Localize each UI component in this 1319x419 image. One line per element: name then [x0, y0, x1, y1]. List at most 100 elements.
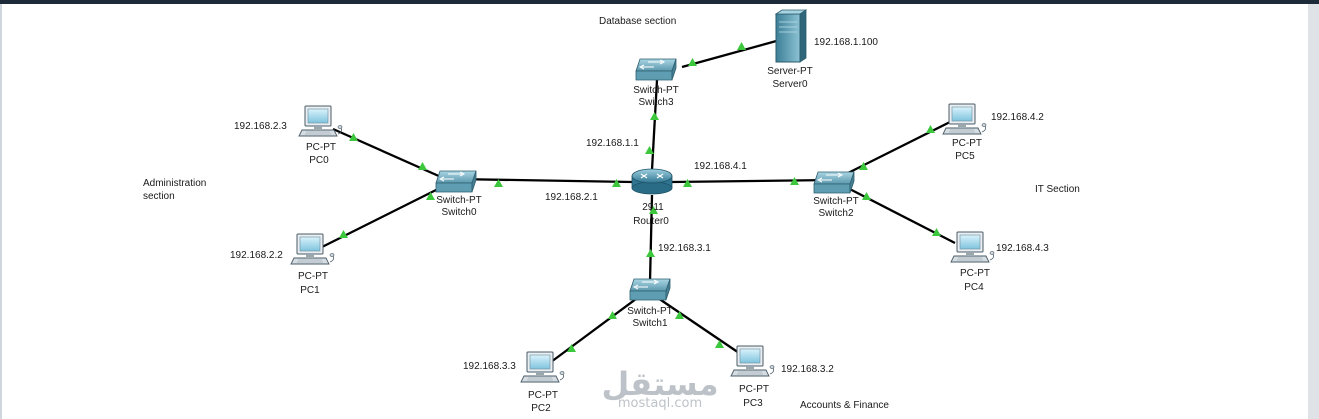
- router0[interactable]: 2911 Router0: [631, 168, 673, 227]
- server-icon: [775, 13, 801, 63]
- link-up-indicator: [645, 146, 654, 154]
- switch-icon: [435, 170, 477, 193]
- link-status-indicators: [339, 42, 941, 352]
- link-up-indicator: [426, 192, 435, 200]
- link-pc3-switch1: [654, 295, 746, 358]
- switch-icon: [813, 171, 855, 194]
- link-up-indicator: [932, 228, 941, 236]
- scrollbar-track[interactable]: [1308, 4, 1319, 419]
- administration-section-label-line1: Administration: [143, 178, 206, 189]
- pc3-ip: 192.168.3.2: [781, 364, 834, 375]
- pc4[interactable]: 192.168.4.3 PC-PT PC4: [950, 231, 1049, 293]
- administration-section-label-line2: section: [143, 191, 175, 202]
- link-up-indicator: [926, 125, 935, 133]
- switch2[interactable]: Switch-PT Switch2: [813, 171, 859, 219]
- pc0-name: PC0: [309, 155, 329, 166]
- link-up-indicator: [688, 58, 697, 66]
- server-name: Server0: [772, 79, 807, 90]
- link-pc2-switch1: [550, 295, 641, 363]
- link-up-indicator: [675, 311, 684, 319]
- switch1[interactable]: Switch-PT Switch1: [627, 278, 673, 329]
- link-switch0-router: [454, 177, 633, 184]
- link-up-indicator: [494, 179, 503, 187]
- link-up-indicator: [737, 42, 746, 50]
- pc1-ip: 192.168.2.2: [230, 250, 283, 261]
- pc-icon: [730, 345, 775, 377]
- pc2-model: PC-PT: [528, 390, 558, 401]
- router-ip-switch3: 192.168.1.1: [586, 138, 639, 149]
- pc0[interactable]: 192.168.2.3 PC-PT PC0: [234, 105, 343, 166]
- link-up-indicator: [683, 179, 692, 187]
- router-name: Router0: [633, 216, 669, 227]
- switch1-name: Switch1: [632, 318, 667, 329]
- link-up-indicator: [349, 133, 358, 141]
- switch3-model: Switch-PT: [633, 85, 679, 96]
- pc4-name: PC4: [964, 282, 984, 293]
- link-up-indicator: [715, 340, 724, 348]
- link-up-indicator: [608, 311, 617, 319]
- window-top-bar: [0, 0, 1319, 4]
- link-switch3-router: [650, 79, 659, 171]
- server-ip: 192.168.1.100: [814, 37, 878, 48]
- server-model: Server-PT: [767, 66, 813, 77]
- pc-icon: [290, 233, 335, 265]
- pc1-name: PC1: [300, 285, 320, 296]
- mostaql-watermark: مستقل mostaql.com: [601, 365, 718, 411]
- router-ip-switch2: 192.168.4.1: [694, 161, 747, 172]
- pc5-model: PC-PT: [952, 138, 982, 149]
- accounts-finance-section-label: Accounts & Finance: [800, 400, 889, 411]
- pc3-model: PC-PT: [739, 384, 769, 395]
- router-ip-switch0: 192.168.2.1: [545, 192, 598, 203]
- pc1[interactable]: 192.168.2.2 PC-PT PC1: [230, 233, 335, 296]
- link-up-indicator: [862, 192, 871, 200]
- pc2-name: PC2: [531, 403, 551, 414]
- database-section-label: Database section: [599, 16, 676, 27]
- switch0-model: Switch-PT: [436, 195, 482, 206]
- link-up-indicator: [612, 179, 621, 187]
- link-up-indicator: [859, 162, 868, 170]
- switch3-name: Switch3: [638, 97, 673, 108]
- pc0-model: PC-PT: [306, 142, 336, 153]
- pc3-name: PC3: [743, 398, 763, 409]
- switch1-model: Switch-PT: [627, 306, 673, 317]
- link-up-indicator: [649, 206, 658, 214]
- switch2-model: Switch-PT: [813, 196, 859, 207]
- switch3[interactable]: Switch-PT Switch3: [633, 58, 679, 108]
- link-up-indicator: [418, 162, 427, 170]
- switch0[interactable]: Switch-PT Switch0: [435, 170, 482, 218]
- link-server-switch3: [681, 38, 781, 69]
- pc1-model: PC-PT: [298, 271, 328, 282]
- link-up-indicator: [567, 344, 576, 352]
- switch0-name: Switch0: [441, 207, 476, 218]
- pc2[interactable]: 192.168.3.3 PC-PT PC2: [463, 351, 565, 414]
- switch-icon: [635, 58, 677, 81]
- pc-icon: [950, 231, 995, 263]
- link-up-indicator: [646, 249, 655, 257]
- pc-icon: [942, 103, 987, 135]
- watermark-latin: mostaql.com: [618, 396, 702, 411]
- router-icon: [631, 168, 673, 195]
- pc4-model: PC-PT: [960, 268, 990, 279]
- link-up-indicator: [339, 230, 348, 238]
- pc5-name: PC5: [955, 151, 975, 162]
- window-left-edge: [0, 4, 2, 419]
- router-model: 2911: [642, 202, 664, 213]
- router-ip-switch1: 192.168.3.1: [658, 243, 711, 254]
- link-up-indicator: [650, 112, 659, 120]
- pc5-ip: 192.168.4.2: [991, 112, 1044, 123]
- pc4-ip: 192.168.4.3: [996, 243, 1049, 254]
- link-up-indicator: [790, 177, 799, 185]
- link-pc0-switch0: [332, 127, 451, 183]
- server0[interactable]: 192.168.1.100 Server-PT Server0: [767, 9, 878, 90]
- switch2-name: Switch2: [818, 208, 853, 219]
- pc2-ip: 192.168.3.3: [463, 361, 516, 372]
- switch-icon: [629, 278, 671, 301]
- pc-icon: [298, 105, 343, 137]
- watermark-arabic: مستقل: [601, 365, 718, 403]
- pc3[interactable]: 192.168.3.2 PC-PT PC3: [730, 345, 834, 409]
- pc5[interactable]: 192.168.4.2 PC-PT PC5: [942, 103, 1044, 162]
- link-router-switch2: [671, 178, 834, 184]
- it-section-label: IT Section: [1035, 184, 1080, 195]
- pc0-ip: 192.168.2.3: [234, 121, 287, 132]
